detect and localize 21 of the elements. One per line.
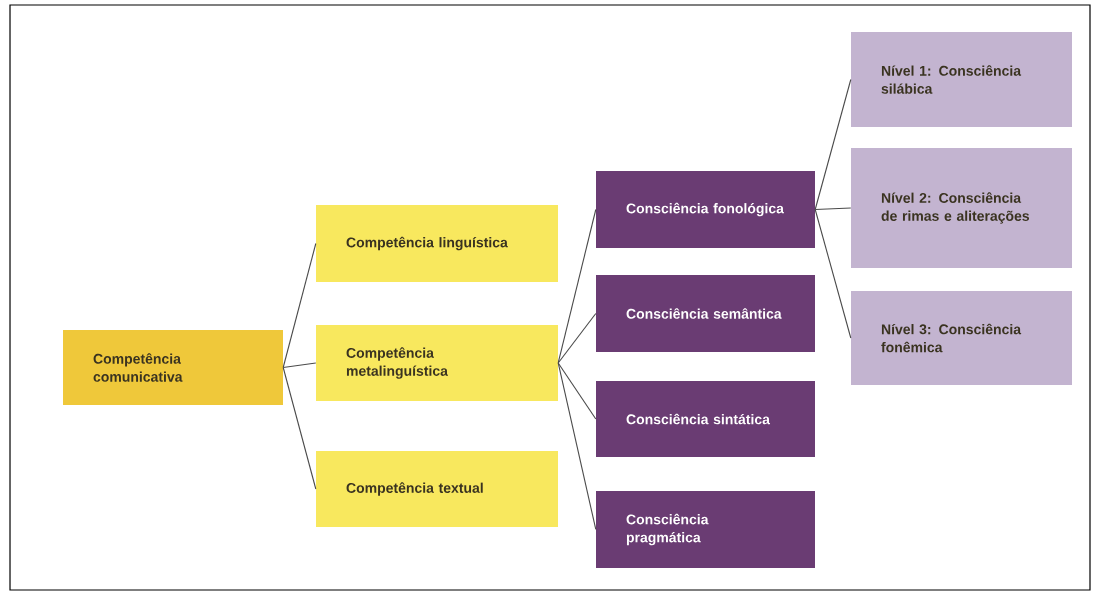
- connector-line: [282, 362, 317, 369]
- connector-line: [557, 362, 597, 420]
- connector-line: [557, 362, 597, 531]
- connector-line: [814, 208, 852, 339]
- connector-line: [814, 207, 852, 211]
- concept-box: Competência textual: [316, 451, 558, 527]
- connector-line: [814, 78, 852, 211]
- connector-line: [282, 242, 317, 369]
- concept-box: Consciência pragmática: [596, 491, 815, 568]
- level-box: Nível 1: Consciência silábica: [851, 32, 1072, 127]
- connector-line: [557, 312, 597, 364]
- level-box: Nível 2: Consciência de rimas e aliterações: [851, 148, 1072, 268]
- concept-box: Consciência semântica: [596, 275, 815, 352]
- concept-box: Competência metalinguística: [316, 325, 558, 401]
- level-box: Nível 3: Consciência fonêmica: [851, 291, 1072, 385]
- concept-box: Consciência sintática: [596, 381, 815, 457]
- concept-box: Competência comunicativa: [63, 330, 283, 405]
- connector-line: [557, 208, 597, 364]
- concept-box: Competência linguística: [316, 205, 558, 282]
- concept-box: Consciência fonológica: [596, 171, 815, 248]
- connector-line: [282, 366, 317, 490]
